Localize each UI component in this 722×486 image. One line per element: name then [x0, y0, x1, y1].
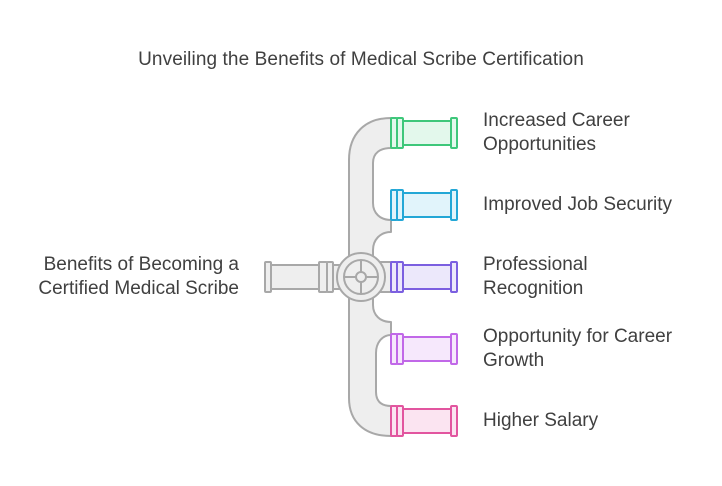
benefit-label-line2: Recognition — [483, 278, 584, 299]
outlet-pipe-job-security — [390, 189, 458, 221]
benefit-label-career-growth: Opportunity for Career Growth — [483, 325, 672, 373]
benefit-label-line1: Opportunity for Career — [483, 326, 673, 347]
valve-wheel-icon — [336, 252, 386, 302]
source-label-line1: Benefits of Becoming a — [43, 254, 239, 275]
benefit-label-job-security: Improved Job Security — [483, 193, 672, 217]
outlet-pipe-higher-salary — [390, 405, 458, 437]
benefit-label-line1: Improved Job Security — [483, 194, 673, 215]
benefit-label-higher-salary: Higher Salary — [483, 409, 598, 433]
source-label-line2: Certified Medical Scribe — [38, 278, 239, 299]
diagram-title: Unveiling the Benefits of Medical Scribe… — [138, 49, 584, 70]
outlet-pipe-professional-recognition — [390, 261, 458, 293]
source-label: Benefits of Becoming a Certified Medical… — [0, 253, 239, 301]
benefit-label-line1: Higher Salary — [483, 410, 599, 431]
benefit-label-career-opportunities: Increased Career Opportunities — [483, 109, 630, 157]
input-pipe — [264, 261, 344, 293]
outlet-pipe-career-opportunities — [390, 117, 458, 149]
outlet-pipe-career-growth — [390, 333, 458, 365]
benefit-label-line1: Professional — [483, 254, 588, 275]
benefit-label-line2: Opportunities — [483, 134, 597, 155]
benefit-label-professional-recognition: Professional Recognition — [483, 253, 588, 301]
benefit-label-line2: Growth — [483, 350, 545, 371]
benefit-label-line1: Increased Career — [483, 110, 630, 131]
